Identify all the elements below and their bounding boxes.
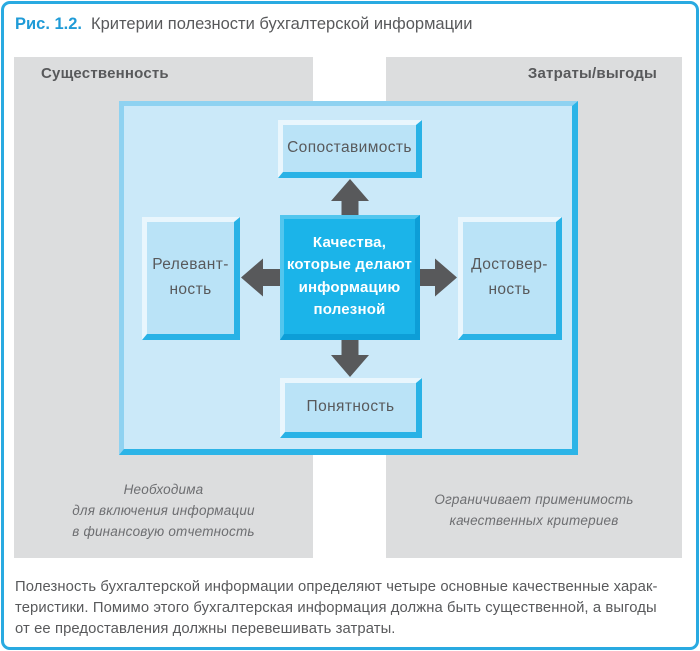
- node-understandability: Понятность: [280, 378, 422, 438]
- figure-title: Критерии полезности бухгалтерской информ…: [91, 15, 473, 33]
- cost-benefit-caption-line2: качественных критериев: [449, 513, 619, 528]
- node-reliability: Достовер- ность: [458, 217, 562, 340]
- node-qualities-center: Качества, которые делают информацию поле…: [280, 215, 420, 340]
- description-line2: теристики. Помимо этого бухгалтерская ин…: [15, 600, 657, 616]
- center-line4: полезной: [313, 300, 386, 318]
- node-relevance-line2: ность: [169, 281, 212, 298]
- node-reliability-line2: ность: [488, 281, 531, 298]
- node-comparability: Сопоставимость: [278, 120, 422, 178]
- description-line3: от ее предоставления должны перевешивать…: [15, 621, 396, 637]
- cost-benefit-caption: Ограничивает применимость качественных к…: [386, 489, 682, 531]
- figure-caption: Рис. 1.2. Критерии полезности бухгалтерск…: [15, 15, 472, 34]
- cost-benefit-header: Затраты/выгоды: [527, 65, 657, 82]
- node-understandability-label: Понятность: [306, 398, 395, 416]
- figure-description: Полезность бухгалтерской информации опре…: [15, 577, 690, 640]
- center-line1: Качества,: [312, 234, 387, 252]
- node-comparability-label: Сопоставимость: [287, 139, 412, 157]
- figure-number: Рис. 1.2.: [15, 15, 83, 33]
- materiality-caption-line3: в финансовую отчетность: [72, 524, 255, 539]
- cost-benefit-caption-line1: Ограничивает применимость: [434, 492, 634, 507]
- node-relevance-line1: Релевант-: [152, 256, 229, 274]
- materiality-caption-line1: Необходима: [123, 482, 204, 497]
- node-reliability-line1: Достовер-: [471, 256, 548, 274]
- materiality-caption: Необходима для включения информации в фи…: [14, 479, 313, 542]
- node-relevance: Релевант- ность: [142, 217, 240, 340]
- materiality-header: Существенность: [41, 65, 169, 82]
- materiality-caption-line2: для включения информации: [72, 503, 255, 518]
- description-line1: Полезность бухгалтерской информации опре…: [15, 579, 658, 595]
- center-line2: которые делают: [286, 256, 413, 274]
- center-line3: информацию: [298, 278, 401, 296]
